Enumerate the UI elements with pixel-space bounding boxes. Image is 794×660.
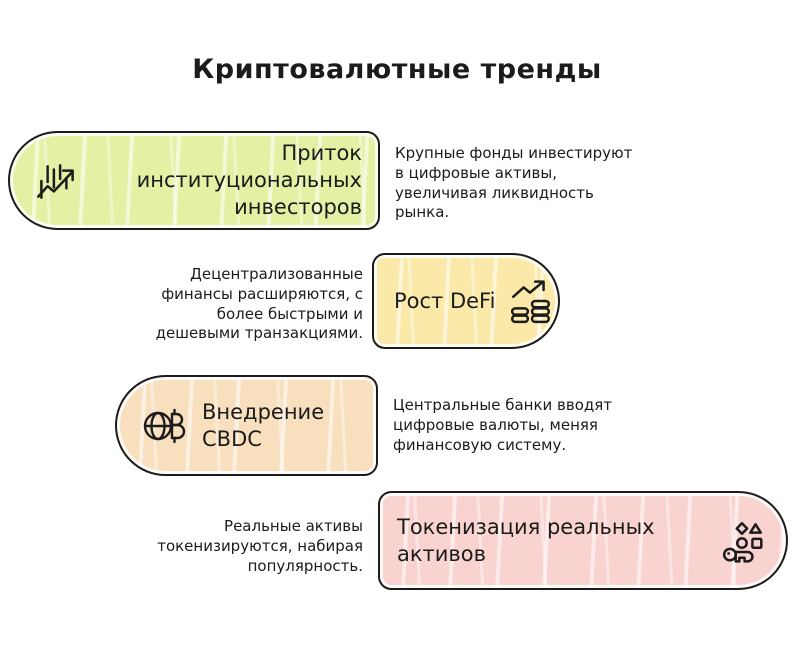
key-tokens-icon [720,518,766,564]
trend-card-rwa-tokenization: Токенизация реальных активов [378,491,788,590]
trend-description: Крупные фонды инвестируют в цифровые акт… [395,144,633,222]
trend-title: Приток институциональных инвесторов [136,141,362,219]
coins-growth-icon [508,278,554,324]
globe-currency-icon [139,402,187,450]
trend-description: Центральные банки вводят цифровые валюты… [393,396,613,454]
trend-title: Рост DeFi [394,288,496,313]
page-title: Криптовалютные тренды [192,54,602,85]
trend-title: Внедрение CBDC [202,399,325,451]
trend-description: Реальные активы токенизируются, набирая … [157,517,363,575]
trend-card-cbdc-adoption: Внедрение CBDC [115,375,378,476]
trend-title: Токенизация реальных активов [397,514,655,566]
trend-card-defi-growth: Рост DeFi [372,253,560,349]
candlestick-chart-icon [32,156,82,206]
trend-description: Децентрализованные финансы расширяются, … [155,265,363,343]
trend-card-institutional-investors: Приток институциональных инвесторов [8,131,380,230]
